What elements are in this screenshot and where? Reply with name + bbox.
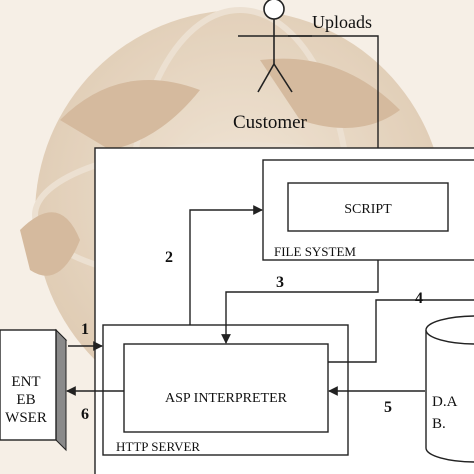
database-line1: D.A bbox=[432, 394, 458, 410]
client-browser-line3: WSER bbox=[5, 410, 47, 426]
flow-4-arrow bbox=[328, 299, 474, 363]
flow-5-label: 5 bbox=[384, 399, 392, 416]
customer-actor-icon bbox=[238, 0, 312, 93]
flow-1-label: 1 bbox=[81, 321, 89, 338]
uploads-arrow bbox=[288, 35, 383, 159]
database-icon[interactable] bbox=[425, 315, 474, 463]
flow-2-arrow bbox=[189, 205, 263, 325]
asp-interpreter-label: ASP INTERPRETER bbox=[165, 391, 288, 406]
flow-2-label: 2 bbox=[165, 249, 173, 266]
script-box[interactable] bbox=[287, 182, 449, 232]
script-label: SCRIPT bbox=[344, 202, 392, 217]
flow-4-label: 4 bbox=[415, 290, 423, 307]
http-server-label: HTTP SERVER bbox=[116, 439, 200, 454]
client-browser-line1: ENT bbox=[11, 374, 40, 390]
customer-label: Customer bbox=[233, 112, 308, 133]
flow-6-label: 6 bbox=[81, 406, 89, 423]
flow-3-arrow bbox=[221, 260, 379, 344]
client-browser-box[interactable] bbox=[0, 328, 68, 452]
flow-3-label: 3 bbox=[276, 274, 284, 291]
uploads-label: Uploads bbox=[312, 12, 372, 32]
asp-interpreter-box[interactable] bbox=[123, 343, 329, 433]
database-line2: B. bbox=[432, 416, 446, 432]
client-browser-line2: EB bbox=[16, 392, 35, 408]
file-system-label: FILE SYSTEM bbox=[274, 244, 356, 259]
